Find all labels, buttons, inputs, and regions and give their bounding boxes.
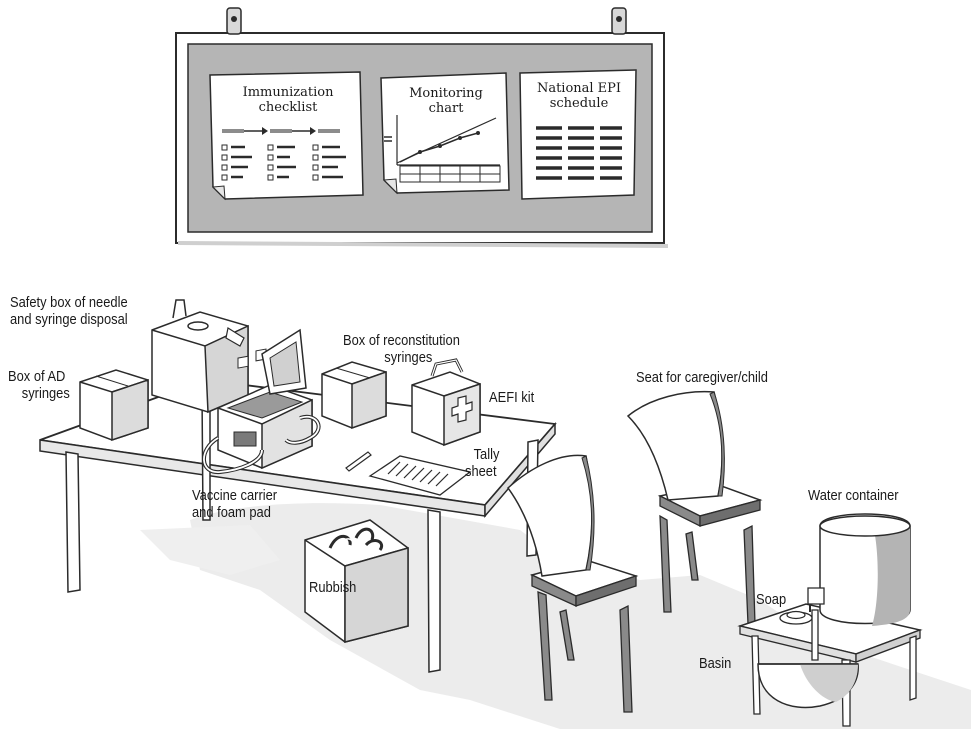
label-line: sheet xyxy=(465,463,499,480)
label-line: Safety box of needle xyxy=(10,294,128,311)
label-line: Basin xyxy=(699,655,731,672)
label-line: syringes xyxy=(8,385,70,402)
aefi-kit xyxy=(412,360,480,445)
label-line: Rubbish xyxy=(309,579,356,596)
monitoring-poster-title: Monitoring chart xyxy=(396,86,496,116)
poster-title-line: checklist xyxy=(236,100,340,115)
basin-label: Basin xyxy=(699,655,731,672)
ad-syringes-box xyxy=(80,370,148,440)
label-line: Box of AD xyxy=(8,368,70,385)
label-line: Seat for caregiver/child xyxy=(636,369,768,386)
soap-label: Soap xyxy=(756,591,786,608)
vaccine-carrier-label: Vaccine carrier and foam pad xyxy=(192,487,277,521)
safety-box xyxy=(152,300,248,412)
label-line: Vaccine carrier xyxy=(192,487,277,504)
label-line: and foam pad xyxy=(192,504,277,521)
label-line: Tally xyxy=(465,446,499,463)
label-line: and syringe disposal xyxy=(10,311,128,328)
poster-title-line: Immunization xyxy=(236,85,340,100)
label-line: Water container xyxy=(808,487,899,504)
label-line: Box of reconstitution xyxy=(343,332,460,349)
water-container xyxy=(808,514,910,626)
water-container-label: Water container xyxy=(808,487,899,504)
soap xyxy=(780,612,812,625)
seat-label: Seat for caregiver/child xyxy=(636,369,768,386)
schedule-poster-title: National EPI schedule xyxy=(528,81,630,111)
aefi-kit-label: AEFI kit xyxy=(489,389,534,406)
rubbish-label: Rubbish xyxy=(309,579,356,596)
label-line: Soap xyxy=(756,591,786,608)
poster-title-line: National EPI xyxy=(528,81,630,96)
ad-syringes-label: Box of AD syringes xyxy=(8,368,70,402)
reconstitution-label: Box of reconstitution syringes xyxy=(343,332,460,366)
tally-sheet-label: Tally sheet xyxy=(465,446,499,480)
reconstitution-syringes-box xyxy=(322,362,386,428)
poster-title-line: schedule xyxy=(528,96,630,111)
label-line: syringes xyxy=(343,349,460,366)
checklist-poster-title: Immunization checklist xyxy=(236,85,340,115)
poster-title-line: chart xyxy=(396,101,496,116)
poster-title-line: Monitoring xyxy=(396,86,496,101)
safety-box-label: Safety box of needle and syringe disposa… xyxy=(10,294,128,328)
label-line: AEFI kit xyxy=(489,389,534,406)
